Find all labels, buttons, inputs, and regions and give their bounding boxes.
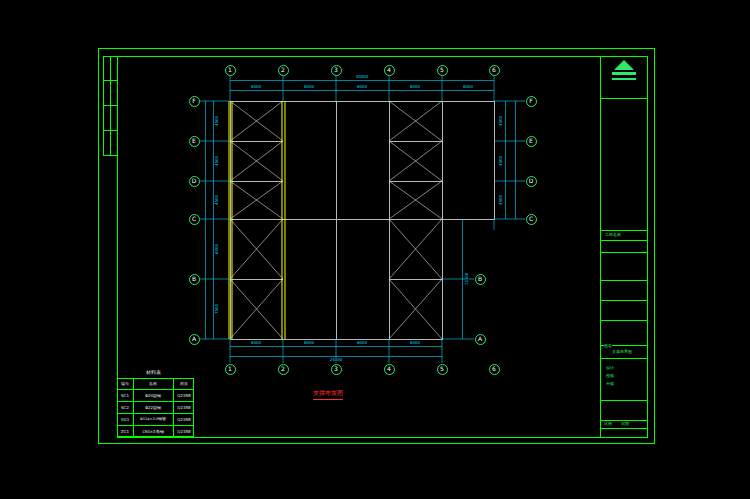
- axis-bubble: 4: [384, 65, 395, 76]
- axis-bubble: 6: [489, 65, 500, 76]
- title-block-text: 校核: [606, 374, 614, 378]
- axis-bubble: A: [189, 334, 200, 345]
- axis-label: D: [529, 178, 534, 184]
- table-cell: Q235B: [177, 430, 191, 434]
- dimension: 4500: [215, 156, 219, 166]
- dimension: 6000: [251, 85, 261, 89]
- table-cell: Φ22圆钢: [145, 406, 161, 410]
- table-title: 材料表: [146, 370, 161, 375]
- dimension: 6000: [410, 85, 420, 89]
- axis-bubble: D: [189, 176, 200, 187]
- axis-bubble: 2: [278, 65, 289, 76]
- axis-bubble: C: [526, 214, 537, 225]
- dimension: 4500: [215, 195, 219, 205]
- table-cell: SC2: [121, 406, 129, 410]
- axis-label: 3: [334, 67, 338, 73]
- axis-bubble: 3: [331, 65, 342, 76]
- axis-label: 6: [492, 366, 496, 372]
- title-block-text: 支撑布置图: [612, 350, 632, 354]
- dimension: 4500: [499, 156, 503, 166]
- axis-label: 4: [387, 67, 391, 73]
- axis-label: C: [192, 216, 196, 222]
- axis-bubble: E: [526, 136, 537, 147]
- dimension: 24000: [330, 358, 343, 362]
- axis-label: F: [192, 98, 195, 104]
- table-cell: XG1: [121, 418, 129, 422]
- axis-label: 2: [281, 67, 285, 73]
- table-cell: L50×4角钢: [142, 430, 163, 434]
- table-cell: Q235B: [177, 394, 191, 398]
- axis-bubble: D: [526, 176, 537, 187]
- axis-bubble: 5: [437, 65, 448, 76]
- dimension: 7500: [215, 304, 219, 314]
- axis-label: E: [192, 138, 196, 144]
- dimension: 4500: [499, 116, 503, 126]
- table-cell: Φ20圆钢: [145, 394, 161, 398]
- dimension: 6000: [251, 341, 261, 345]
- title-block-text: 比例: [604, 422, 612, 426]
- dimension: 4500: [499, 195, 503, 205]
- axis-label: 5: [440, 366, 444, 372]
- title-block-text: 审核: [606, 382, 614, 386]
- drawing-title: 支撑布置图: [313, 390, 343, 396]
- title-block-text: 工程名称: [605, 233, 621, 237]
- axis-label: 6: [492, 67, 496, 73]
- title-block-text: 图名: [604, 344, 612, 348]
- axis-bubble: 2: [278, 364, 289, 375]
- table-cell: ZC1: [121, 430, 129, 434]
- dimension: 6000: [215, 244, 219, 254]
- axis-bubble: 1: [225, 65, 236, 76]
- axis-bubble: B: [475, 274, 486, 285]
- axis-label: 1: [228, 67, 232, 73]
- axis-label: D: [192, 178, 197, 184]
- axis-label: E: [529, 138, 533, 144]
- axis-bubble: E: [189, 136, 200, 147]
- table-cell: Q235B: [177, 418, 191, 422]
- axis-label: 4: [387, 366, 391, 372]
- title-block-text: 日期: [621, 422, 629, 426]
- table-cell: SC1: [121, 394, 129, 398]
- table-cell: 材质: [180, 382, 188, 386]
- title-block-text: 设计: [606, 366, 614, 370]
- axis-label: B: [478, 276, 482, 282]
- axis-label: A: [478, 336, 482, 342]
- dimension: 6000: [304, 85, 314, 89]
- dimension: 30000: [356, 75, 369, 79]
- dimension: 6000: [357, 85, 367, 89]
- axis-bubble: 4: [384, 364, 395, 375]
- axis-bubble: F: [526, 96, 537, 107]
- dimension: 6000: [463, 85, 473, 89]
- table-cell: 名称: [149, 382, 157, 386]
- axis-bubble: 5: [437, 364, 448, 375]
- dimension: 13500: [465, 273, 469, 286]
- axis-label: B: [192, 276, 196, 282]
- dimension: 6000: [357, 341, 367, 345]
- axis-label: 5: [440, 67, 444, 73]
- axis-label: A: [192, 336, 196, 342]
- axis-label: 3: [334, 366, 338, 372]
- axis-label: 1: [228, 366, 232, 372]
- table-cell: Q235B: [177, 406, 191, 410]
- axis-label: F: [529, 98, 532, 104]
- dimension: 4500: [215, 116, 219, 126]
- axis-bubble: 1: [225, 364, 236, 375]
- axis-bubble: B: [189, 274, 200, 285]
- axis-bubble: F: [189, 96, 200, 107]
- axis-bubble: A: [475, 334, 486, 345]
- axis-bubble: C: [189, 214, 200, 225]
- table-cell: 编号: [121, 382, 129, 386]
- axis-bubble: 6: [489, 364, 500, 375]
- axis-label: C: [529, 216, 533, 222]
- dimension: 6000: [410, 341, 420, 345]
- dimension: 6000: [304, 341, 314, 345]
- axis-bubble: 3: [331, 364, 342, 375]
- table-cell: Φ114×3.0钢管: [140, 418, 166, 422]
- axis-label: 2: [281, 366, 285, 372]
